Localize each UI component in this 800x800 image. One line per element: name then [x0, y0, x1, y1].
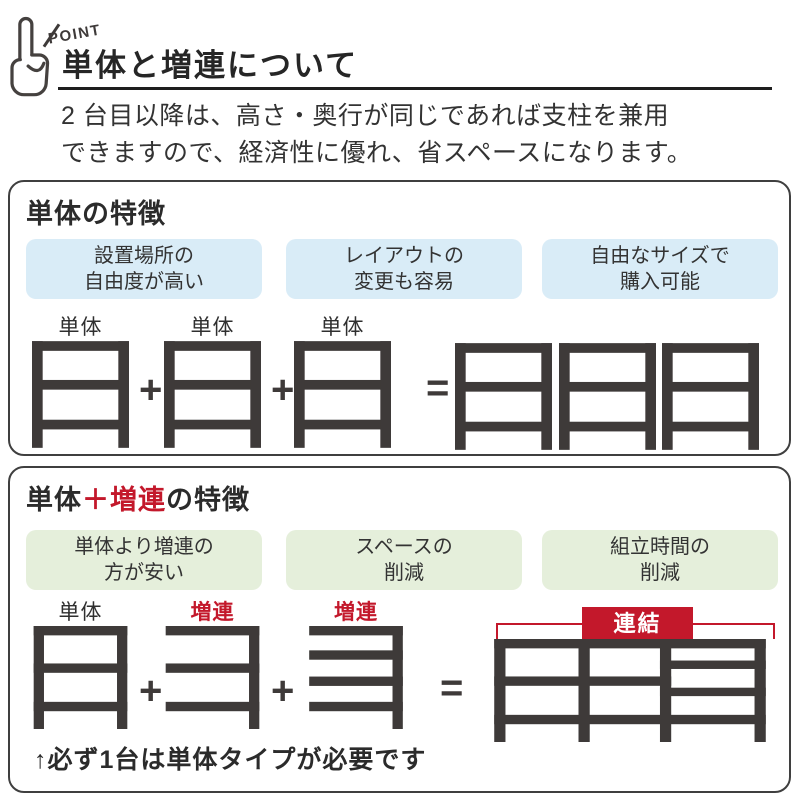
benefit-line: 購入可能: [620, 271, 700, 293]
point-badge: POINT: [6, 10, 126, 100]
combo-heading-addon: ＋増連: [82, 485, 166, 515]
connection-label: 連結: [582, 607, 693, 640]
addon-unit: 増連: [302, 599, 410, 729]
shelf-standalone-icon: [32, 341, 129, 448]
unit-label: 増連: [190, 601, 235, 624]
standalone-heading: 単体の特徴: [26, 199, 166, 229]
benefit-line: 組立時間の: [610, 536, 710, 558]
requirement-note: ↑必ず1台は単体タイプが必要です: [34, 746, 427, 774]
description-line2: できますので、経済性に優れ、省スペースになります。: [61, 139, 693, 167]
shelf-addon-icon: [165, 626, 260, 729]
combo-heading-part: の特徴: [166, 485, 250, 515]
benefit-tag: スペースの 削減: [286, 530, 522, 590]
unit-label: 単体: [58, 316, 103, 339]
description-line1: 2 台目以降は、高さ・奥行が同じであれば支柱を兼用: [61, 102, 670, 130]
combo-heading-part: 単体: [26, 485, 82, 515]
shelf-standalone-icon: [294, 341, 391, 448]
standalone-unit: 単体: [32, 314, 129, 448]
unit-label: 単体: [58, 601, 103, 624]
combo-panel: 単体＋増連の特徴 単体より増連の 方が安い スペースの 削減 組立時間の 削減 …: [8, 466, 791, 793]
plus-symbol: +: [139, 368, 163, 412]
benefit-tag: 自由なサイズで 購入可能: [542, 239, 778, 299]
standalone-panel: 単体の特徴 設置場所の 自由度が高い レイアウトの 変更も容易 自由なサイズで …: [8, 180, 791, 456]
plus-symbol: +: [271, 368, 295, 412]
shelf-connected-icon: [485, 639, 775, 742]
benefit-line: 自由なサイズで: [590, 245, 730, 267]
benefit-line: 削減: [640, 562, 680, 584]
plus-symbol: +: [271, 669, 295, 713]
benefit-line: 削減: [384, 562, 424, 584]
benefit-line: 設置場所の: [94, 245, 194, 267]
plus-symbol: +: [139, 669, 163, 713]
benefit-line: レイアウトの: [344, 245, 464, 267]
page-title: 単体と増連について: [62, 48, 359, 83]
standalone-unit: 単体: [164, 314, 261, 448]
connected-result: 連結: [485, 607, 775, 747]
standalone-unit: 単体: [294, 314, 391, 448]
benefit-tag: レイアウトの 変更も容易: [286, 239, 522, 299]
benefit-tag: 単体より増連の 方が安い: [26, 530, 262, 590]
shelf-addon-icon: [302, 626, 410, 729]
shelf-standalone-icon: [32, 626, 129, 729]
unit-label: 単体: [190, 316, 235, 339]
pointing-hand-icon: [10, 16, 50, 97]
title-underline: [58, 87, 772, 90]
benefit-line: 方が安い: [104, 562, 184, 584]
shelf-standalone-icon: [164, 341, 261, 448]
benefit-line: 単体より増連の: [74, 536, 214, 558]
equals-symbol: =: [426, 366, 450, 410]
equals-symbol: =: [440, 666, 464, 710]
benefit-line: 自由度が高い: [84, 271, 204, 293]
addon-unit: 増連: [165, 599, 260, 729]
standalone-unit: 単体: [32, 599, 129, 729]
benefit-tag: 組立時間の 削減: [542, 530, 778, 590]
unit-label: 単体: [320, 316, 365, 339]
shelf-standalone-icon: [559, 343, 656, 450]
benefit-tag: 設置場所の 自由度が高い: [26, 239, 262, 299]
unit-label: 増連: [334, 601, 378, 624]
benefit-line: スペースの: [355, 536, 453, 558]
shelf-standalone-icon: [662, 343, 759, 450]
description: 2 台目以降は、高さ・奥行が同じであれば支柱を兼用 できますので、経済性に優れ、…: [61, 98, 692, 172]
shelf-standalone-icon: [455, 343, 552, 450]
benefit-line: 変更も容易: [354, 271, 454, 293]
combo-heading: 単体＋増連の特徴: [26, 478, 250, 517]
